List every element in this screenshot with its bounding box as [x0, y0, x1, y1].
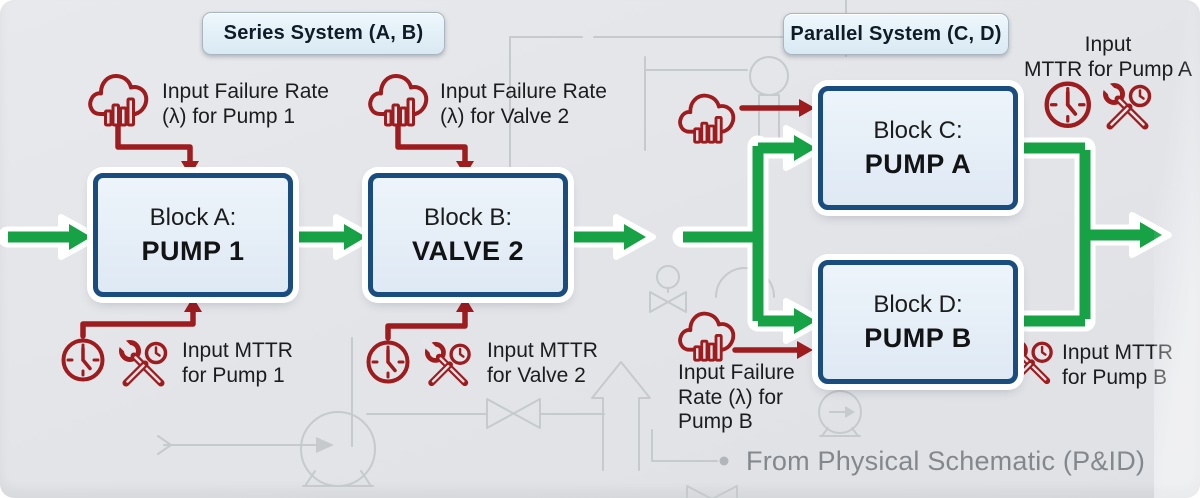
mttr-pump1-label: Input MTTR for Pump 1 [182, 339, 293, 387]
wrench-clock-icon [1103, 83, 1150, 126]
background-schematic [157, 0, 862, 498]
cloud-bar-chart-icon [678, 93, 736, 145]
pid-dome-symbol [715, 267, 775, 298]
pid-valve-symbol [486, 398, 541, 429]
failure-rate-icons [88, 73, 736, 363]
mttr-valve2-label: Input MTTR for Valve 2 [487, 339, 598, 387]
schematic-caption: From Physical Schematic (P&ID) [746, 446, 1146, 476]
block-d-component: PUMP B [864, 322, 972, 353]
pid-flow-arrow [316, 437, 334, 453]
block-b-component: VALVE 2 [411, 235, 525, 266]
block-c-component: PUMP A [864, 148, 972, 179]
input-arrows [80, 99, 815, 359]
block-c: Block C: PUMP A [818, 86, 1018, 210]
failure-rate-valve2-label: Input Failure Rate (λ) for Valve 2 [440, 80, 607, 128]
clock-icon [61, 338, 105, 382]
failure-rate-pump1-label: Input Failure Rate (λ) for Pump 1 [162, 80, 329, 128]
mttr-clock-icons [61, 84, 1089, 384]
block-a-title: Block A: [149, 203, 237, 231]
block-d-title: Block D: [873, 290, 963, 318]
cloud-bar-chart-icon [88, 74, 149, 127]
clock-icon [1047, 84, 1089, 126]
block-c-title: Block C: [873, 116, 963, 144]
block-b-title: Block B: [423, 203, 513, 231]
cloud-bar-chart-icon [368, 73, 429, 127]
parallel-system-label: Parallel System (C, D) [783, 13, 1009, 55]
repair-tools-icons [114, 83, 1150, 387]
pid-instrument-symbol [749, 56, 789, 96]
wrench-clock-icon [425, 342, 469, 383]
block-a: Block A: PUMP 1 [93, 173, 293, 297]
mttr-pump-b-label: Input MTTR for Pump B [1062, 341, 1173, 389]
series-system-label: Series System (A, B) [202, 12, 445, 55]
cloud-bar-chart-icon [678, 311, 736, 363]
mttr-pump-a-label: Input MTTR for Pump A [1023, 33, 1193, 81]
block-a-component: PUMP 1 [141, 235, 245, 266]
pid-up-arrow [591, 361, 651, 471]
block-d: Block D: PUMP B [818, 260, 1018, 384]
arrowheads [69, 135, 1162, 334]
block-b: Block B: VALVE 2 [368, 173, 568, 297]
failure-rate-pump-b-label: Input Failure Rate (λ) for Pump B [678, 361, 795, 433]
pid-pump-symbol-2 [818, 390, 862, 434]
clock-icon [366, 340, 410, 384]
flow-arrows [0, 125, 1172, 344]
wrench-clock-icon [114, 335, 168, 387]
caption-dot [719, 456, 729, 466]
pid-control-valve [649, 287, 687, 313]
